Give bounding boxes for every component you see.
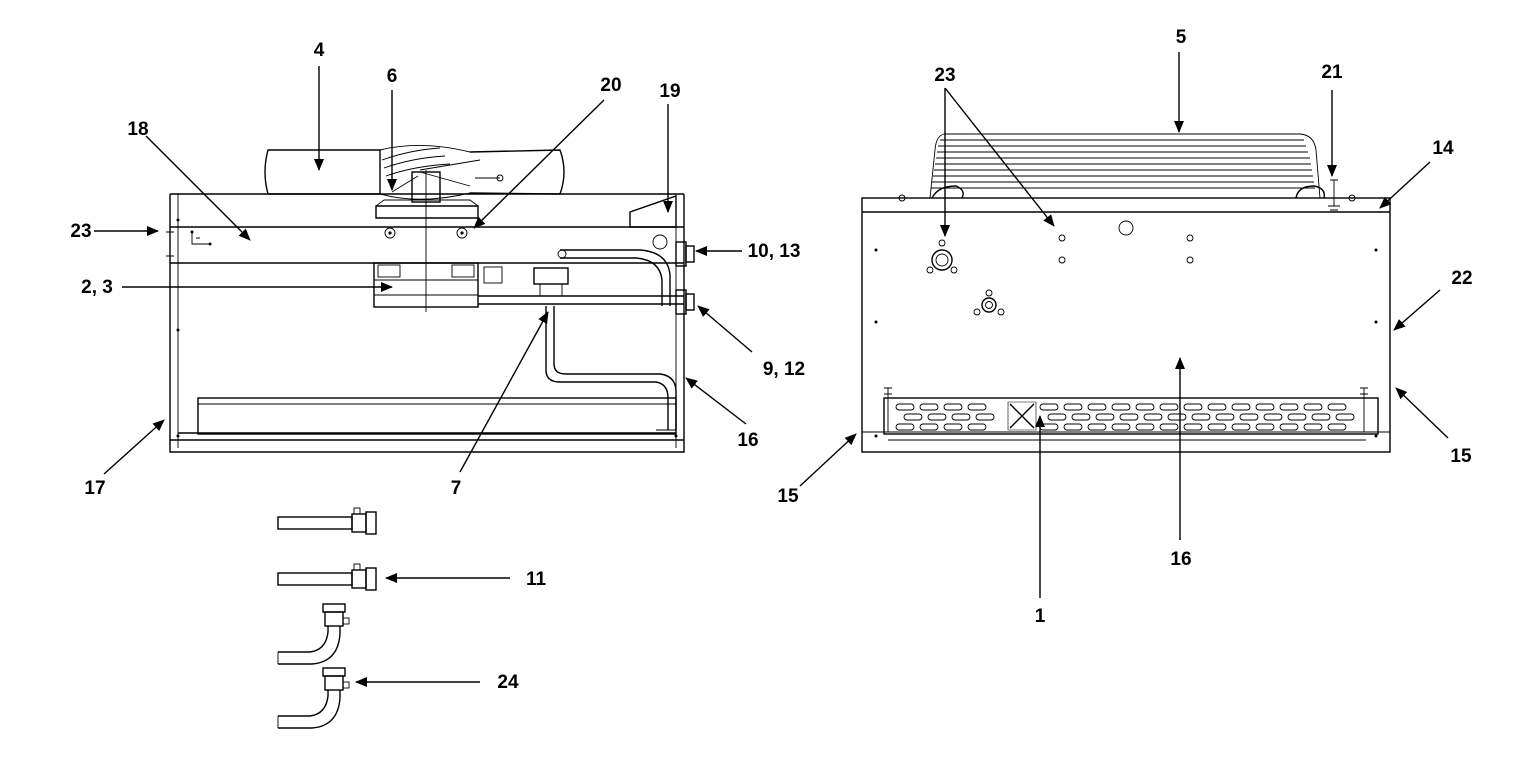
callout-label-11: 11 xyxy=(526,569,547,590)
fan-hub-mount xyxy=(375,170,479,312)
straight-fitting-1 xyxy=(277,507,377,535)
callout-leaders xyxy=(94,52,1449,687)
leader-20 xyxy=(473,99,605,229)
callout-label-7: 7 xyxy=(451,478,462,499)
callout-label-2-3: 2, 3 xyxy=(81,277,113,298)
leader-9-12 xyxy=(697,305,753,353)
straight-fitting-2 xyxy=(277,563,377,591)
callout-label-22: 22 xyxy=(1451,268,1472,289)
callout-label-19: 19 xyxy=(659,81,680,102)
callout-label-5: 5 xyxy=(1176,27,1187,48)
callout-label-16-right: 16 xyxy=(1170,549,1191,570)
callout-label-1: 1 xyxy=(1035,606,1046,627)
callout-label-15-right: 15 xyxy=(1450,446,1472,467)
callout-label-6: 6 xyxy=(387,66,398,87)
callout-label-14: 14 xyxy=(1432,138,1454,159)
left-unit-view xyxy=(166,145,695,453)
callout-label-15-left: 15 xyxy=(777,486,799,507)
callout-label-16-left: 16 xyxy=(737,430,758,451)
leader-16-left xyxy=(685,377,747,425)
callout-label-4: 4 xyxy=(314,40,325,61)
callout-label-10-13: 10, 13 xyxy=(748,241,801,262)
leader-23-right-b xyxy=(944,87,1055,227)
callout-labels: 4 6 20 19 18 23 10, 13 2, 3 9, 12 16 17 … xyxy=(70,27,1472,693)
piping xyxy=(478,241,695,431)
leader-15-right xyxy=(1395,387,1449,439)
callout-label-20: 20 xyxy=(600,75,621,96)
loose-fittings xyxy=(277,507,377,729)
callout-label-23-left: 23 xyxy=(70,221,91,242)
callout-label-9-12: 9, 12 xyxy=(763,359,805,380)
callout-label-24: 24 xyxy=(497,672,519,693)
leader-7 xyxy=(459,311,549,473)
callout-label-23-right: 23 xyxy=(934,65,955,86)
leader-14 xyxy=(1379,161,1431,209)
louvered-grille xyxy=(883,387,1379,435)
cabinet-frame xyxy=(166,193,685,453)
motor-assembly xyxy=(373,262,503,308)
elbow-fitting-1 xyxy=(277,603,350,665)
leader-22 xyxy=(1393,289,1441,331)
front-panel xyxy=(861,179,1391,453)
callout-label-21: 21 xyxy=(1321,62,1343,83)
leader-18 xyxy=(145,135,251,241)
grille-slots xyxy=(895,403,1355,431)
right-unit-view xyxy=(861,133,1391,453)
leader-17 xyxy=(103,419,165,475)
leader-15-left xyxy=(799,433,857,487)
elbow-fitting-2 xyxy=(277,667,350,729)
callout-label-17: 17 xyxy=(84,478,105,499)
callout-label-18: 18 xyxy=(127,119,148,140)
